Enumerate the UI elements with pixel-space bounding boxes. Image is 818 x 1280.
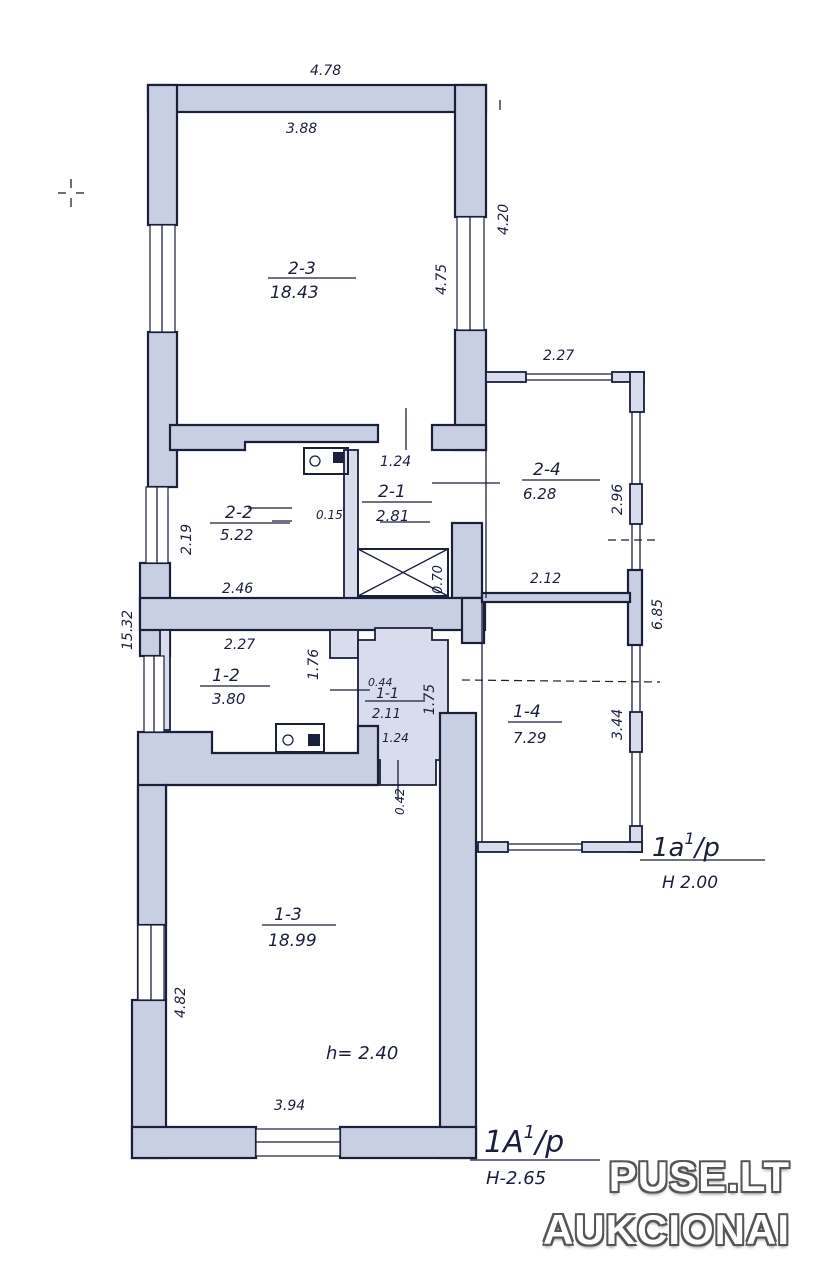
room-1-3-id: 1-3 <box>274 905 302 925</box>
dim-r13-height: 4.82 <box>173 987 189 1018</box>
dim-r12-width: 2.27 <box>224 637 255 653</box>
room-2-2-area: 5.22 <box>220 526 253 544</box>
room-1-3-area: 18.99 <box>268 931 317 951</box>
annex-label-suffix: /p <box>693 833 720 863</box>
dim-r13-width: 3.94 <box>274 1098 305 1114</box>
main-label-suffix: /p <box>532 1125 564 1160</box>
dim-r21-door: 0.15 <box>316 508 343 522</box>
annex-label-main: 1a <box>652 833 684 863</box>
dimension-lines <box>248 100 765 1161</box>
room-1-1-id: 1-1 <box>376 686 399 702</box>
room-2-3-area: 18.43 <box>270 283 319 303</box>
windows <box>137 216 485 1157</box>
fraction-bars <box>200 277 600 926</box>
stove-icon <box>303 447 349 475</box>
dim-r14-side: 3.44 <box>610 709 626 740</box>
annex-label: 1a1/p <box>652 829 720 863</box>
stove-icon <box>275 723 325 753</box>
dim-r23-width: 3.88 <box>286 121 317 137</box>
dim-r24-side: 2.96 <box>610 484 626 515</box>
dim-r11-bottom: 1.24 <box>382 731 409 745</box>
main-label-main: 1A <box>484 1125 524 1160</box>
dim-r21-side: 0.70 <box>431 565 446 594</box>
dim-top-total: 4.78 <box>310 63 341 79</box>
dim-right-top: 4.20 <box>496 204 512 235</box>
dim-right-total: 6.85 <box>650 599 666 630</box>
room-1-2-id: 1-2 <box>212 666 240 686</box>
annex-stamp: 1a1/p H 2.00 <box>652 829 720 893</box>
dim-r11-passage: 0.42 <box>393 788 407 815</box>
main-height: H-2.65 <box>486 1168 546 1189</box>
watermark-line-1: PUSE.LT <box>608 1153 790 1200</box>
annex-walls <box>477 371 645 853</box>
dim-r24-top: 2.27 <box>543 348 574 364</box>
dim-r14-top: 2.12 <box>530 571 561 587</box>
main-label-sup: 1 <box>524 1122 535 1143</box>
crosshair-icon <box>58 179 84 207</box>
dim-r23-height: 4.75 <box>434 264 450 295</box>
room-1-2-area: 3.80 <box>212 690 245 708</box>
room-1-4-area: 7.29 <box>513 729 546 747</box>
dim-r11-side: 1.75 <box>422 684 438 715</box>
room-2-3-id: 2-3 <box>288 259 316 279</box>
room-1-4-id: 1-4 <box>513 702 541 722</box>
room-2-1-id: 2-1 <box>378 482 406 502</box>
dim-r22-width: 2.46 <box>222 581 253 597</box>
stairwell <box>357 548 449 597</box>
dim-r12-side: 1.76 <box>306 649 322 680</box>
dim-r21-width: 1.24 <box>380 454 411 470</box>
ceiling-height: h= 2.40 <box>326 1043 398 1064</box>
room-1-1-area: 2.11 <box>372 707 401 722</box>
room-2-1-area: 2.81 <box>376 507 409 525</box>
main-label: 1A1/p <box>484 1122 564 1160</box>
dim-left-total: 15.32 <box>120 610 136 650</box>
watermark-line-2: AUKCIONAI <box>543 1206 790 1253</box>
room-2-4-id: 2-4 <box>533 460 561 480</box>
main-stamp: 1A1/p H-2.65 <box>484 1122 564 1189</box>
dim-r22-height: 2.19 <box>179 524 195 555</box>
dim-r11-small: 0.44 <box>368 676 393 689</box>
room-2-4-area: 6.28 <box>523 485 556 503</box>
annex-height: H 2.00 <box>662 873 718 893</box>
annex-label-sup: 1 <box>684 829 694 848</box>
room-2-2-id: 2-2 <box>225 503 253 523</box>
